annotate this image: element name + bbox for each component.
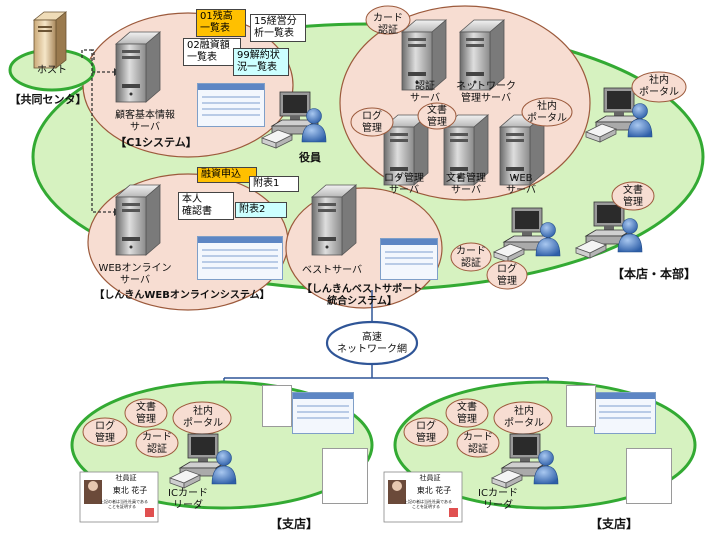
branch-left-form-thumb — [322, 448, 368, 504]
c1-screen-thumb — [197, 83, 265, 127]
best-server-icon — [311, 184, 357, 256]
host-center-label: 【共同センタ】 — [9, 93, 87, 106]
loan-app-doc: 融資申込 — [197, 167, 257, 183]
branch-left-card-text: 上記の者は当社社員である ことを証明する — [100, 499, 148, 509]
branch-right-doc-label: 文書 管理 — [457, 402, 477, 425]
web-server-label: WEB サーバ — [506, 173, 536, 196]
hq-label: 【本店・本部】 — [611, 267, 696, 281]
id-card-left-icon — [79, 471, 159, 523]
branch-right-title: 【支店】 — [589, 517, 638, 531]
network-server-icon — [459, 19, 505, 91]
portal-a-label: 社内 ポータル — [527, 101, 567, 124]
attach1-doc: 附表1 — [249, 176, 299, 192]
branch-left-title: 【支店】 — [269, 517, 318, 531]
branch-right-card-title: 社員証 — [419, 474, 441, 482]
doc-server-label: 文書管理 サーバ — [446, 173, 486, 196]
network-server-label: ネットワーク 管理サーバ — [456, 81, 516, 104]
log-mgmt-a-label: ログ 管理 — [362, 111, 382, 134]
host-label: ホスト — [37, 65, 67, 76]
card-auth-b-label: カード 認証 — [456, 246, 486, 269]
executive-label: 役員 — [299, 151, 321, 164]
branch-left-card-name: 東北 花子 — [112, 486, 148, 495]
report-99: 99解約状 況一覧表 — [233, 48, 289, 76]
branch-right-card-label: カード 認証 — [463, 432, 493, 455]
attach2-doc: 附表2 — [235, 202, 287, 218]
branch-right-reader-label: ICカード リーダ — [478, 488, 518, 511]
web-online-screen-thumb — [197, 236, 283, 280]
web-online-system-label: 【しんきんWEBオンラインシステム】 — [94, 290, 270, 301]
core-server-icon — [115, 31, 161, 103]
branch-right-card-name: 東北 花子 — [416, 486, 452, 495]
auth-server-label: 認証 サーバ — [410, 81, 440, 104]
branch-right-screen-thumb — [594, 392, 656, 434]
branch-right-form-thumb — [626, 448, 672, 504]
best-server-label: ベストサーバ — [301, 265, 363, 276]
branch-left-reader-label: ICカード リーダ — [168, 488, 208, 511]
report-02: 02融資額 一覧表 — [183, 38, 241, 66]
report-01: 01残高 一覧表 — [196, 9, 246, 37]
web-online-server-icon — [115, 184, 161, 256]
branch-left-doc-label: 文書 管理 — [136, 402, 156, 425]
doc-mgmt-b-label: 文書 管理 — [623, 185, 643, 208]
core-server-label: 顧客基本情報 サーバ — [115, 110, 175, 133]
core-system-label: 【C1システム】 — [115, 136, 197, 149]
log-mgmt-b-label: ログ 管理 — [497, 264, 517, 287]
branch-left-card-label: カード 認証 — [142, 432, 172, 455]
network-label: 高速 ネットワーク網 — [337, 332, 407, 355]
best-screen-thumb — [380, 238, 438, 280]
doc-mgmt-a-label: 文書 管理 — [427, 105, 447, 128]
branch-left-screen-thumb — [292, 392, 354, 434]
card-auth-top-label: カード 認証 — [373, 13, 403, 36]
host-icon — [32, 11, 68, 69]
branch-left-log-label: ログ 管理 — [95, 421, 115, 444]
branch-left-portal-label: 社内 ポータル — [183, 406, 223, 429]
branch-right-portal-label: 社内 ポータル — [504, 406, 544, 429]
report-15: 15経営分 析一覧表 — [250, 14, 306, 42]
best-system-label: 【しんきんベストサポート 統合システム】 — [301, 284, 423, 307]
branch-right-card-text: 上記の者は当社社員である ことを証明する — [404, 499, 452, 509]
log-server-label: ログ管理 サーバ — [384, 173, 424, 196]
branch-left-doc-thumb — [262, 385, 292, 427]
branch-right-log-label: ログ 管理 — [416, 421, 436, 444]
branch-left-card-title: 社員証 — [115, 474, 137, 482]
id-card-right-icon — [383, 471, 463, 523]
web-online-server-label: WEBオンライン サーバ — [98, 263, 172, 286]
id-doc: 本人 確認書 — [178, 192, 234, 220]
branch-right-doc-thumb — [566, 385, 596, 427]
portal-b-label: 社内 ポータル — [639, 75, 679, 98]
